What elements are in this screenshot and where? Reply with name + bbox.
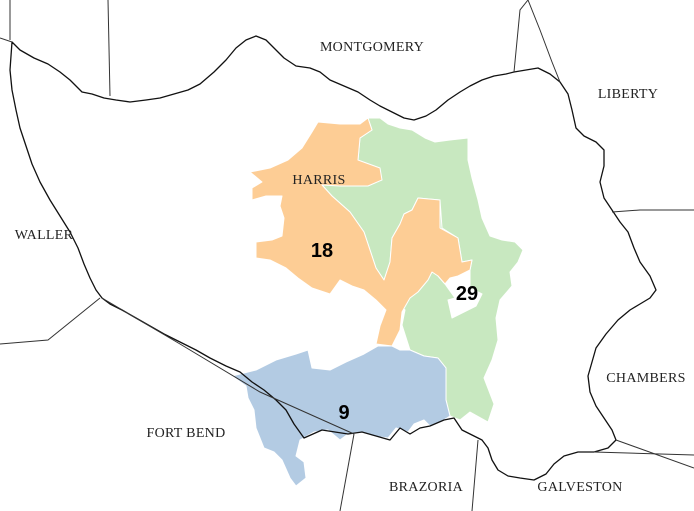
county-label-montgomery: MONTGOMERY bbox=[320, 40, 424, 55]
chambers-south-line bbox=[593, 451, 694, 456]
district-label-18: 18 bbox=[311, 240, 333, 262]
montgomery-west-line bbox=[107, 0, 111, 97]
county-label-waller: WALLER bbox=[15, 228, 74, 243]
county-label-liberty: LIBERTY bbox=[598, 87, 658, 102]
district-label-29: 29 bbox=[456, 283, 478, 305]
chambers-north-line bbox=[611, 209, 694, 213]
brazoria-galveston-line bbox=[471, 439, 479, 511]
montgomery-east-line bbox=[513, 0, 529, 73]
fortbend-line bbox=[101, 297, 355, 435]
county-label-fort-bend: FORT BEND bbox=[146, 426, 225, 441]
fortbend-brazoria-line bbox=[339, 433, 355, 511]
district-18-shape[interactable] bbox=[249, 117, 473, 347]
harris-county-boundary bbox=[9, 35, 657, 481]
waller-fortbend-line bbox=[0, 297, 101, 345]
county-label-harris: HARRIS bbox=[292, 173, 345, 188]
district-9-shape[interactable] bbox=[231, 345, 451, 487]
county-label-brazoria: BRAZORIA bbox=[389, 480, 464, 495]
county-label-chambers: CHAMBERS bbox=[606, 371, 685, 386]
county-label-galveston: GALVESTON bbox=[537, 480, 622, 495]
district-label-9: 9 bbox=[338, 402, 349, 424]
liberty-west-line bbox=[527, 0, 561, 83]
waller-county-line bbox=[0, 37, 13, 43]
